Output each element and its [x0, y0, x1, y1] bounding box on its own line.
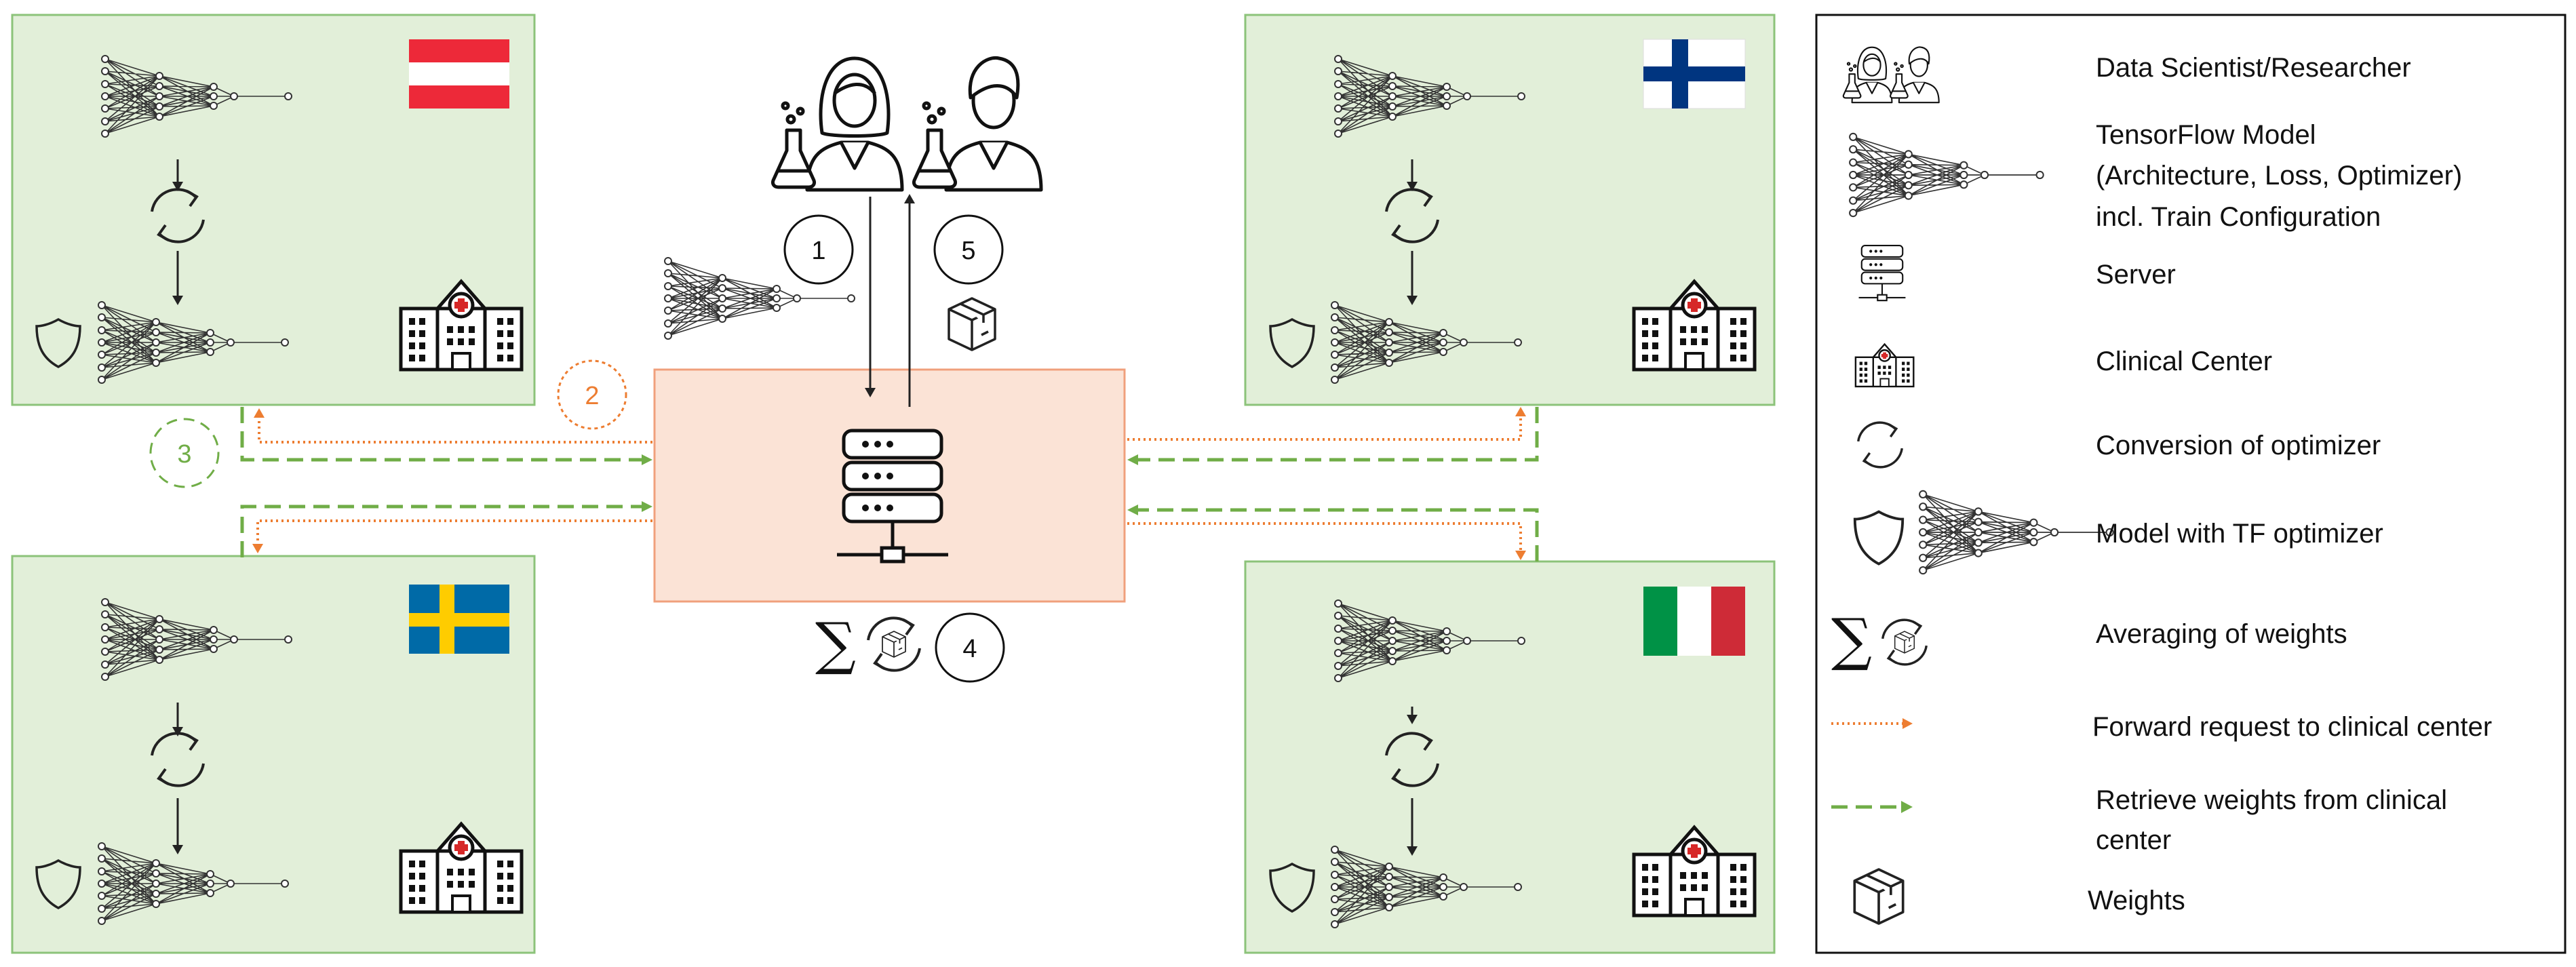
flag-austria-icon: [409, 39, 509, 108]
step-3-label: 3: [177, 440, 191, 469]
legend-label-conversion: Conversion of optimizer: [2096, 431, 2381, 460]
request-arrow-austria: [254, 408, 652, 443]
legend-label-averaging: Averaging of weights: [2096, 619, 2347, 649]
clinical-center-sweden: [11, 555, 536, 954]
step-1-badge: 1: [783, 214, 854, 285]
legend-label-forward-request: Forward request to clinical center: [2092, 712, 2492, 742]
weights-box-icon: [948, 297, 996, 351]
step-4-badge: 4: [935, 612, 1005, 683]
down-arrow: [172, 703, 183, 736]
down-arrow: [1407, 159, 1418, 191]
request-arrow-italy: [1127, 522, 1526, 560]
legend-label-retrieve-line1: Retrieve weights from clinical: [2096, 785, 2447, 815]
legend: ∑ Data Scientist/Researcher TensorFlow M…: [1815, 14, 2567, 954]
down-arrow: [1407, 251, 1418, 305]
down-arrow: [1407, 707, 1418, 724]
legend-label-model-line2: (Architecture, Loss, Optimizer): [2096, 161, 2462, 191]
step-2-label: 2: [585, 382, 599, 410]
legend-label-server: Server: [2096, 260, 2176, 290]
model-submit-arrow: [865, 197, 876, 397]
clinical-center-austria: [11, 14, 536, 406]
weights-return-arrow: [904, 194, 915, 407]
request-arrow-sweden: [252, 519, 652, 553]
retrieve-arrow-italy: [1127, 505, 1539, 561]
down-arrow: [172, 251, 183, 305]
server-node: [653, 368, 1126, 603]
step-2-badge: 2: [557, 359, 627, 430]
legend-weights-box-icon: [1853, 868, 1905, 925]
legend-label-model-tf-optimizer: Model with TF optimizer: [2096, 519, 2383, 549]
flag-sweden-icon: [409, 585, 509, 654]
request-arrow-finland: [1127, 407, 1526, 441]
researchers-icon: [773, 58, 1041, 190]
clinical-center-italy: [1244, 560, 1776, 954]
flag-italy-icon: [1643, 587, 1745, 656]
retrieve-arrow-austria: [240, 407, 652, 465]
legend-label-weights: Weights: [2088, 886, 2185, 915]
flag-finland-icon: [1643, 39, 1746, 109]
down-arrow: [1407, 798, 1418, 856]
legend-label-retrieve-line2: center: [2096, 825, 2171, 855]
svg-text:∑: ∑: [815, 610, 856, 677]
legend-label-model-line1: TensorFlow Model: [2096, 120, 2316, 150]
retrieve-arrow-finland: [1127, 407, 1539, 465]
step-5-badge: 5: [933, 214, 1004, 285]
legend-dashed-green-arrow-icon: [1831, 801, 1913, 813]
step-4-label: 4: [962, 635, 977, 663]
clinical-center-finland: [1244, 14, 1776, 406]
step-5-label: 5: [961, 237, 975, 265]
legend-label-clinical-center: Clinical Center: [2096, 347, 2272, 376]
sum-averaging-icon: ∑: [815, 610, 921, 677]
svg-text:∑: ∑: [1831, 606, 1872, 673]
legend-sum-averaging-icon: ∑: [1831, 606, 1928, 673]
step-1-label: 1: [811, 237, 825, 265]
legend-dotted-orange-arrow-icon: [1831, 718, 1913, 729]
legend-label-researcher: Data Scientist/Researcher: [2096, 53, 2411, 83]
step-3-badge: 3: [149, 418, 220, 488]
legend-label-model-line3: incl. Train Configuration: [2096, 202, 2381, 232]
down-arrow: [172, 798, 183, 854]
retrieve-arrow-sweden: [240, 501, 652, 557]
down-arrow: [172, 159, 183, 191]
